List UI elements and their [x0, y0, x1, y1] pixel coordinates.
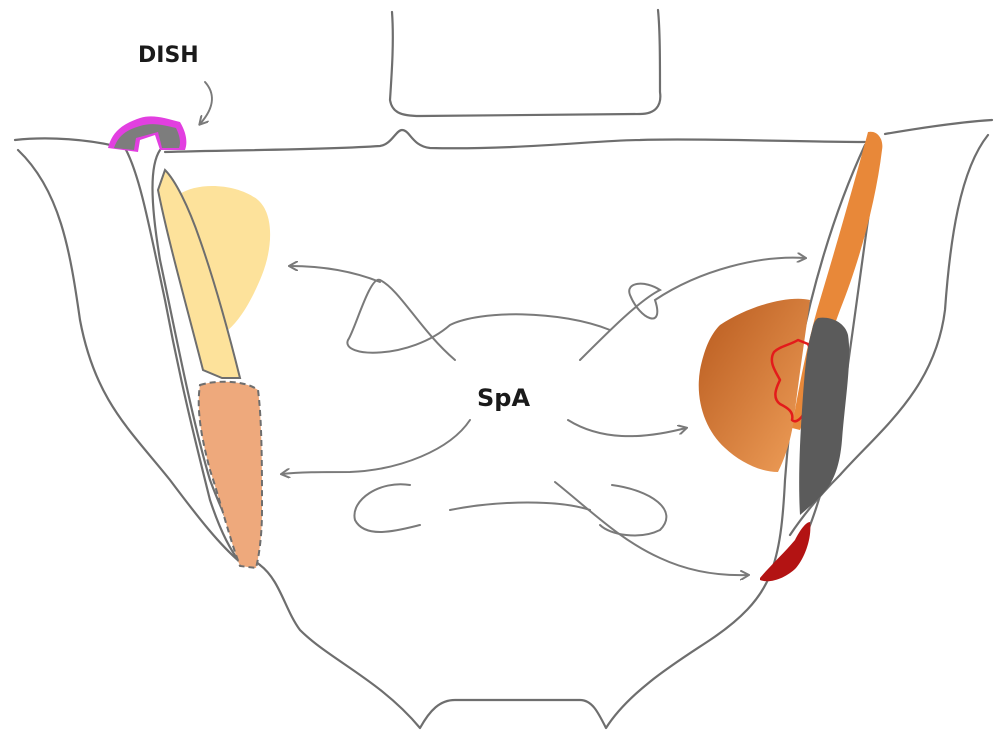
dish-label: DISH [138, 43, 199, 68]
spa-arrow-upper-left-head [290, 266, 380, 282]
right-dark-gray-lesion [799, 318, 849, 515]
spa-arrow-upper-left [347, 280, 610, 360]
right-brown-lesion [699, 299, 810, 472]
spa-arrow-lower-right [555, 482, 748, 575]
vertebra-outline [390, 10, 660, 116]
dish-pointer-arrow [200, 82, 212, 124]
spa-arrow-lower-left [282, 420, 470, 474]
spa-loop-lower [354, 484, 666, 535]
right-dark-red-lesion [760, 522, 810, 581]
spa-label: SpA [477, 384, 530, 412]
spa-arrow-mid-right [568, 420, 686, 436]
